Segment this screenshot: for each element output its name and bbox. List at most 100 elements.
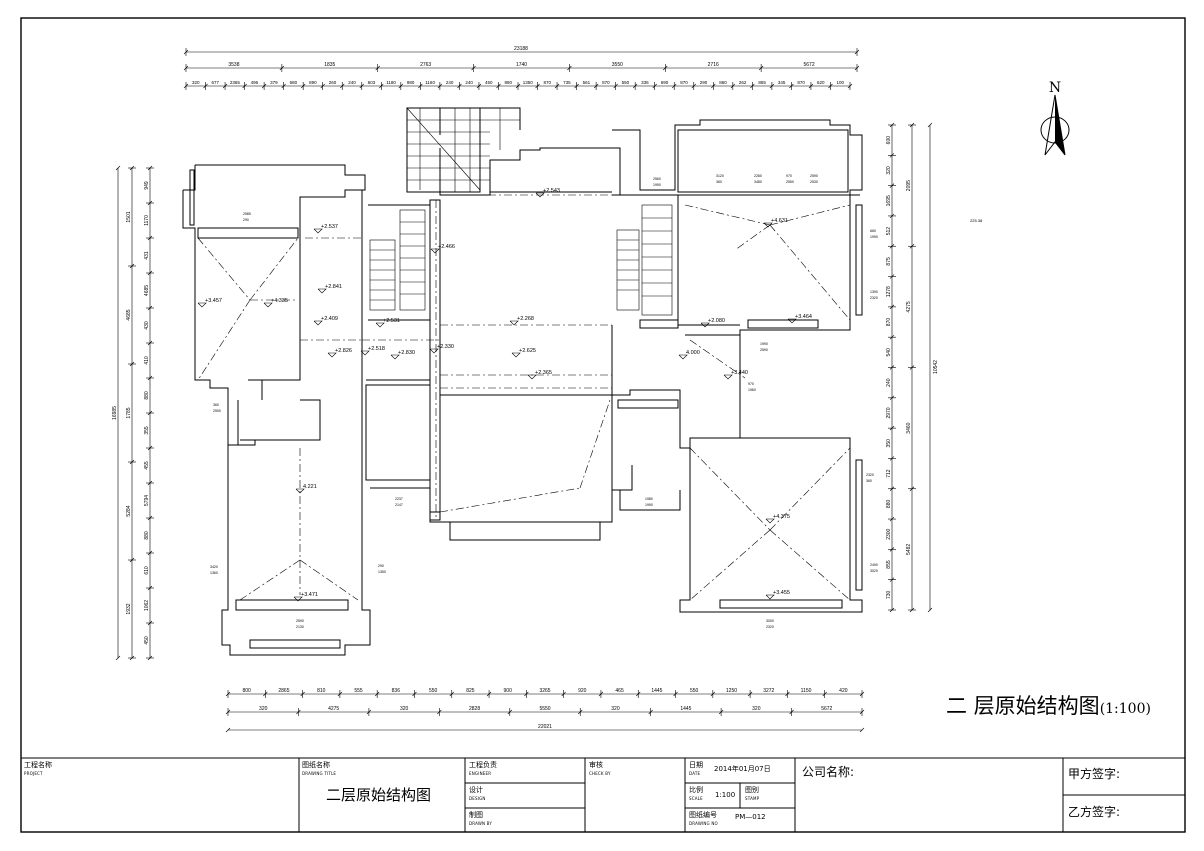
top-dim-2: 870: [544, 80, 552, 85]
walls: [182, 107, 863, 656]
dim-tick: [261, 83, 267, 89]
elevation-label: +2.268: [517, 316, 534, 322]
dim-tick: [147, 480, 153, 486]
window-tag: 1990: [870, 235, 878, 239]
elevation-symbol: [700, 322, 710, 328]
bottom-dim-1: 555: [354, 688, 363, 694]
elevation-label: +2.330: [437, 344, 454, 350]
window-tag: 2320: [866, 473, 874, 477]
dim-tick: [889, 425, 895, 431]
left-dim-inner: 610: [144, 566, 150, 575]
right-dim-mid: 2095: [906, 180, 912, 191]
dim-tick: [578, 709, 583, 715]
dim-tick: [889, 334, 895, 340]
right-dim-inner: 600: [886, 136, 892, 145]
drawing-no-value: PM—012: [735, 813, 766, 821]
elevation-label: +2.841: [325, 284, 342, 290]
drawing-name: 二层原始结构图: [326, 786, 432, 804]
right-dim-mid: 3460: [906, 422, 912, 433]
bottom-dim-1: 465: [615, 688, 624, 694]
drawing-scale: (1:100): [1099, 701, 1151, 717]
dim-tick: [203, 83, 208, 89]
dim-tick: [909, 122, 915, 128]
dim-tick: [889, 304, 895, 310]
party-a-signature-label: 甲方签字:: [1068, 767, 1121, 781]
dim-tick: [129, 557, 135, 563]
elevation-label: +3.440: [731, 370, 748, 376]
dim-tick: [496, 83, 501, 89]
dim-tick: [379, 83, 384, 89]
left-dim-inner: 355: [144, 426, 150, 435]
right-dim-inner: 540: [886, 348, 892, 357]
top-dim-1: 2716: [708, 62, 719, 68]
window-tag: 2590: [760, 348, 768, 352]
elevation-symbol: [360, 350, 370, 356]
left-dim-mid: 5284: [126, 505, 132, 516]
dim-tick: [889, 607, 895, 613]
elevation-symbol: [787, 318, 797, 324]
window-tag: 1960: [748, 388, 756, 392]
window-tag: 660: [870, 229, 876, 233]
top-dim-2: 379: [270, 80, 278, 85]
dim-tick: [320, 83, 325, 89]
drawing-title: 二 层原始结构图(1:100): [946, 690, 1151, 720]
elevation-symbol: [723, 374, 733, 380]
dim-tick: [574, 83, 579, 89]
dim-tick: [889, 153, 895, 158]
top-dim-2: 890: [309, 80, 317, 85]
bottom-dim-1: 550: [429, 688, 438, 694]
date-label-cn: 日期: [689, 761, 703, 769]
dim-tick: [909, 607, 915, 613]
top-dim-1: 5672: [804, 62, 815, 68]
window-tag: 2590: [213, 409, 221, 413]
dim-tick: [242, 83, 247, 89]
right-dim-inner: 240: [886, 378, 892, 387]
dim-tick: [281, 83, 286, 89]
right-dim-mid: 4275: [906, 301, 912, 312]
title-block-frame: [21, 757, 1185, 832]
right-dim-inner: 1278: [886, 286, 892, 297]
elevation-symbol: [535, 192, 545, 198]
top-dim-2: 100: [836, 80, 844, 85]
dim-tick: [449, 691, 454, 697]
top-dim-2: 2365: [230, 80, 241, 85]
dim-tick: [889, 274, 895, 279]
top-dim-2: 980: [407, 80, 415, 85]
elevation-label: +2.466: [438, 244, 455, 250]
bottom-dim-1: 1250: [726, 688, 737, 694]
party-b-signature-label: 乙方签字:: [1068, 805, 1121, 819]
top-dim-2: 690: [661, 80, 669, 85]
elevation-symbol: [429, 348, 439, 354]
elevation-symbol: [527, 374, 537, 380]
top-dim-2: 603: [368, 80, 376, 85]
window-tag: 3000: [766, 619, 774, 623]
dim-tick: [889, 486, 895, 491]
right-total-dim: 10542: [933, 360, 939, 374]
dim-tick: [652, 83, 657, 89]
left-dim-inner: 431: [144, 251, 150, 260]
window-tag: 2590: [296, 619, 304, 623]
scale-value: 1:100: [715, 791, 736, 799]
dim-tick: [535, 83, 540, 89]
dim-tick: [115, 655, 121, 661]
left-dim-inner: 1062: [144, 600, 150, 611]
engineer-label-en: ENGINEER: [469, 771, 492, 776]
left-dim-mid: 1501: [126, 211, 132, 222]
dimension-lines: [115, 48, 933, 733]
dim-tick: [225, 709, 231, 715]
dim-tick: [147, 270, 153, 276]
dim-tick: [632, 83, 638, 89]
company-label: 公司名称:: [802, 765, 855, 779]
drawn-label-en: DRAWN BY: [469, 821, 493, 826]
window-tag: 1350: [378, 570, 386, 574]
bottom-dim-2: 320: [400, 706, 409, 712]
dim-tick: [337, 691, 343, 697]
top-dim-1: 1835: [324, 62, 335, 68]
left-dim-inner: 880: [144, 391, 150, 400]
dim-tick: [889, 122, 895, 128]
dim-tick: [225, 691, 231, 697]
dim-tick: [828, 83, 833, 89]
stamp-label-cn: 图别: [745, 786, 759, 794]
dim-tick: [859, 727, 865, 733]
